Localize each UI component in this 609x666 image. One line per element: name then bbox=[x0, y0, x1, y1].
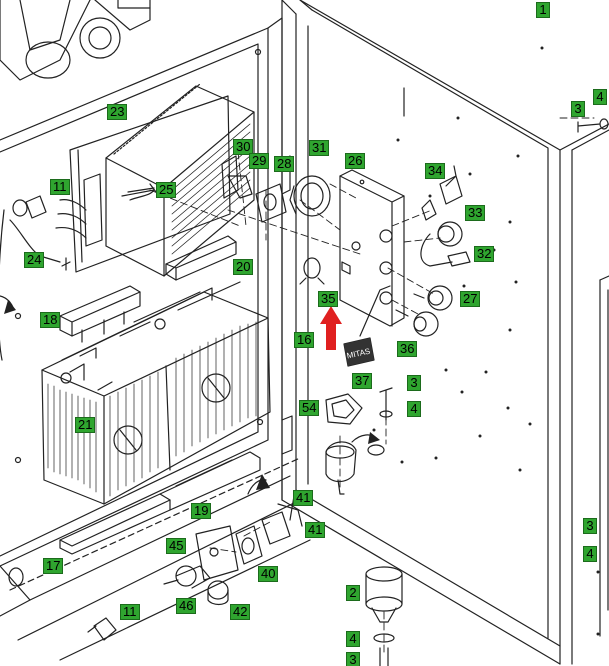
part-callout: 11 bbox=[120, 604, 140, 620]
cabinet-body bbox=[0, 17, 311, 661]
control-unit bbox=[105, 83, 255, 277]
part-callout: 19 bbox=[191, 503, 212, 519]
part-callout: 3 bbox=[407, 375, 421, 391]
part-callout: 25 bbox=[156, 182, 177, 198]
part-callout: 17 bbox=[43, 558, 64, 574]
part-callout: 41 bbox=[293, 490, 314, 506]
part-callout: 28 bbox=[274, 156, 295, 172]
filled-accents bbox=[4, 300, 380, 490]
part-callout: 4 bbox=[346, 631, 360, 647]
part-callout: 18 bbox=[40, 312, 61, 328]
connector-plugs bbox=[59, 235, 237, 343]
part-callout: 31 bbox=[309, 140, 330, 156]
part-callout: 33 bbox=[465, 205, 486, 221]
part-callout: 20 bbox=[233, 259, 254, 275]
part-callout: 30 bbox=[233, 139, 254, 155]
red-indicator-arrow bbox=[320, 306, 342, 350]
part-callout: 34 bbox=[425, 163, 446, 179]
part-callout: 21 bbox=[75, 417, 96, 433]
part-callout: 3 bbox=[583, 518, 597, 534]
part-callout: 23 bbox=[107, 104, 128, 120]
part-callout: 27 bbox=[460, 291, 481, 307]
part-callout: 16 bbox=[294, 332, 315, 348]
part-callout: 11 bbox=[50, 179, 70, 195]
part-callout: 45 bbox=[166, 538, 187, 554]
small-components bbox=[0, 118, 609, 666]
part-callout: 4 bbox=[583, 546, 597, 562]
part-callout: 24 bbox=[24, 252, 45, 268]
part-callout: 3 bbox=[571, 101, 585, 117]
part-callout: 32 bbox=[474, 246, 495, 262]
part-callout: 1 bbox=[536, 2, 550, 18]
part-callout: 41 bbox=[305, 522, 326, 538]
part-callout: 2 bbox=[346, 585, 360, 601]
part-callout: 4 bbox=[593, 89, 607, 105]
part-callout: 3 bbox=[346, 652, 360, 666]
part-callout: 54 bbox=[299, 400, 320, 416]
part-callout: 42 bbox=[230, 604, 251, 620]
part-callout: 35 bbox=[318, 291, 339, 307]
door-rivets bbox=[372, 46, 600, 636]
main-modules bbox=[41, 281, 271, 555]
assembly-lines bbox=[149, 117, 595, 657]
part-callout: 40 bbox=[258, 566, 279, 582]
part-callout: 36 bbox=[397, 341, 418, 357]
mounting-bracket bbox=[55, 95, 231, 273]
part-callout: 37 bbox=[352, 373, 373, 389]
part-callout: 26 bbox=[345, 153, 366, 169]
part-callout: 46 bbox=[176, 598, 197, 614]
switch-panel-plate bbox=[339, 169, 405, 327]
part-callout: 29 bbox=[249, 153, 270, 169]
part-callout: 4 bbox=[407, 401, 421, 417]
upper-machinery bbox=[0, 0, 151, 81]
